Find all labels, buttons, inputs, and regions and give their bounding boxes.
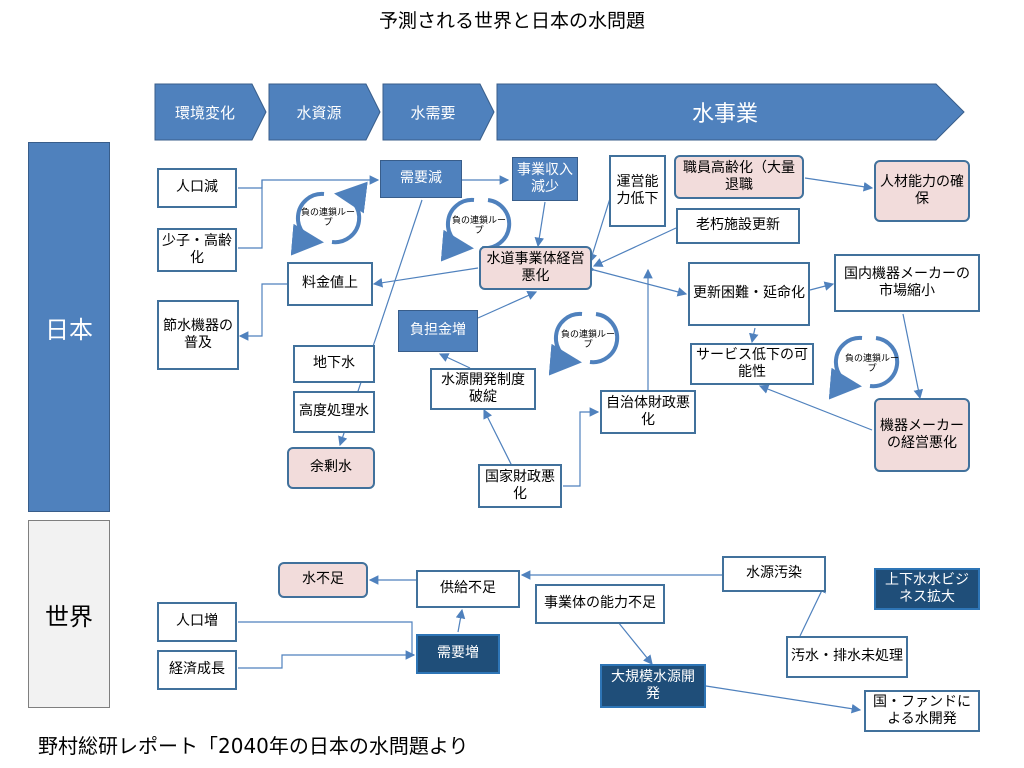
edge-pop-to-demand [238, 175, 380, 189]
edge-revenue-to-utility [534, 201, 546, 248]
node-price-rise: 料金値上 [287, 262, 373, 306]
node-water-saving: 節水機器の普及 [157, 300, 239, 370]
edge-price-to-saving [238, 283, 287, 341]
node-source-pollution: 水源汚染 [722, 556, 826, 592]
node-burden-increase: 負担金増 [398, 310, 478, 352]
loop-label-2: 負の連鎖ループ [451, 216, 506, 237]
node-water-shortage: 水不足 [278, 562, 368, 598]
source-note: 野村総研レポート「2040年の日本の水問題より [38, 734, 469, 758]
edge-utility-to-price [372, 267, 479, 288]
node-national-finance: 国家財政悪化 [478, 464, 562, 508]
node-sewage-untreated: 汚水・排水未処理 [786, 636, 908, 678]
japan-panel: 日本 [28, 142, 110, 512]
node-service-decline: サービス低下の可能性 [690, 343, 814, 385]
node-maker-deterioration: 機器メーカーの経営悪化 [874, 398, 970, 472]
edge-maker-bad-to-service [758, 384, 873, 431]
page-title: 予測される世界と日本の水問題 [378, 10, 645, 32]
loop-label-3: 負の連鎖ループ [560, 330, 615, 351]
edge-burden-to-utility [477, 291, 538, 319]
node-population-decline: 人口減 [157, 168, 237, 208]
node-revenue-decrease: 事業収入減少 [512, 157, 578, 201]
node-utility-deterioration: 水道事業体経営悪化 [479, 246, 592, 290]
node-domestic-makers: 国内機器メーカーの市場縮小 [834, 254, 980, 312]
world-panel: 世界 [28, 520, 110, 708]
node-aging: 少子・高齢化 [157, 228, 237, 272]
node-fund-development: 国・ファンドによる水開発 [864, 690, 980, 732]
node-business-expansion: 上下水水ビジネス拡大 [874, 568, 980, 610]
header-demand-label: 水需要 [410, 104, 455, 122]
chevron-business [496, 83, 965, 141]
node-advanced-treatment: 高度処理水 [293, 391, 375, 433]
edge-national-to-devsystem [483, 408, 513, 467]
edge-devsystem-to-burden [438, 353, 471, 369]
edge-demandinc-to-supply [455, 608, 466, 633]
node-capacity-shortage: 事業体の能力不足 [535, 584, 665, 624]
edge-econ-to-demandinc [238, 654, 414, 669]
node-talent: 人材能力の確保 [874, 160, 970, 222]
edge-utility-renewal [584, 263, 688, 297]
node-population-increase: 人口増 [157, 602, 237, 642]
node-economic-growth: 経済成長 [157, 650, 237, 690]
node-demand-increase: 需要増 [416, 634, 500, 674]
node-surplus-water: 余剰水 [287, 447, 375, 489]
node-water-dev-system: 水源開発制度破綻 [430, 368, 536, 410]
edge-renewal-to-service [749, 327, 759, 344]
header-resources-label: 水資源 [296, 104, 341, 122]
edge-aging-to-demand [238, 180, 263, 249]
header-business-label: 水事業 [692, 102, 758, 127]
loop-label-1: 負の連鎖ループ [300, 208, 355, 229]
node-supply-shortage: 供給不足 [416, 570, 520, 608]
node-staff-aging: 職員高齢化（大量退職 [674, 155, 804, 199]
edge-largedev-to-fund [705, 685, 862, 714]
node-municipal-finance: 自治体財政悪化 [600, 390, 696, 434]
node-renewal-difficulty: 更新困難・延命化 [688, 262, 810, 326]
node-demand-decrease: 需要減 [380, 160, 462, 198]
chevron-resources [268, 83, 381, 141]
edge-national-to-municipal [563, 407, 600, 487]
chevron-environment [154, 83, 267, 141]
edge-staff-to-talent [804, 177, 874, 192]
chevron-demand [382, 83, 495, 141]
node-large-scale-dev: 大規模水源開発 [600, 664, 706, 708]
edge-popinc-to-demandinc [238, 621, 416, 660]
edge-capacity-to-largedev [617, 621, 653, 665]
header-environment-label: 環境変化 [175, 104, 235, 122]
loop-label-4: 負の連鎖ループ [844, 354, 899, 375]
edge-facilities-to-utility [592, 227, 677, 267]
node-aging-facilities: 老朽施設更新 [676, 208, 800, 244]
edge-renewal-to-makers [809, 281, 835, 291]
node-groundwater: 地下水 [293, 345, 375, 383]
node-operation-capacity: 運営能力低下 [609, 155, 666, 227]
edge-makers-to-maker-bad [902, 313, 924, 400]
